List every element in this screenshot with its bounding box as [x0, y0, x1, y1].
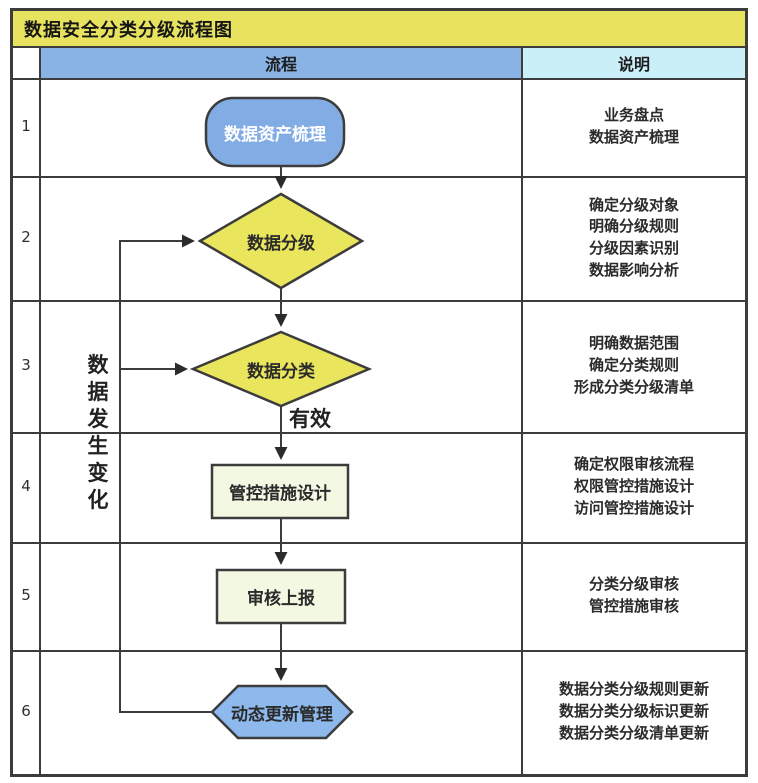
row-number-6: 6 [21, 702, 31, 720]
row-description-2: 确定分级对象 明确分级规则 分级因素识别 数据影响分析 [588, 195, 679, 279]
row-description-4: 确定权限审核流程 权限管控措施设计 访问管控措施设计 [573, 455, 694, 517]
grid-line [10, 176, 748, 178]
title-bar: 数据安全分类分级流程图 [13, 11, 745, 46]
grid-line [39, 46, 41, 774]
row-description-3: 明确数据范围 确定分类规则 形成分类分级清单 [573, 334, 694, 396]
header-description: 说明 [523, 48, 745, 78]
node-label-data-asset: 数据资产梳理 [224, 124, 326, 145]
node-label-control-design: 管控措施设计 [229, 484, 331, 504]
row-description-1: 业务盘点 数据资产梳理 [588, 106, 679, 146]
header-description-label: 说明 [617, 55, 650, 74]
node-label-review-report: 审核上报 [247, 589, 315, 609]
row-number-2: 2 [21, 228, 31, 246]
grid-line [10, 650, 748, 652]
grid-line [10, 300, 748, 302]
header-process: 流程 [41, 48, 521, 78]
node-label-dynamic-update: 动态更新管理 [231, 704, 333, 725]
header-corner-cell [13, 48, 39, 78]
row-description-5: 分类分级审核 管控措施审核 [588, 575, 679, 615]
row-number-5: 5 [21, 586, 31, 604]
row-number-3: 3 [21, 356, 31, 374]
data-change-label: 数 据 发 生 变 化 [87, 353, 109, 512]
grid-line [10, 78, 748, 80]
grid-line [521, 46, 523, 774]
header-process-label: 流程 [264, 55, 297, 74]
grid-line [10, 46, 748, 48]
node-label-data-classification: 数据分类 [247, 361, 315, 382]
grid-line [10, 542, 748, 544]
node-label-data-grading: 数据分级 [247, 233, 315, 254]
valid-branch-label: 有效 [289, 407, 331, 431]
grid-line [10, 432, 748, 434]
row-description-6: 数据分类分级规则更新 数据分类分级标识更新 数据分类分级清单更新 [558, 680, 709, 742]
row-number-4: 4 [21, 477, 31, 495]
page-title: 数据安全分类分级流程图 [24, 19, 233, 41]
row-number-1: 1 [21, 117, 31, 135]
